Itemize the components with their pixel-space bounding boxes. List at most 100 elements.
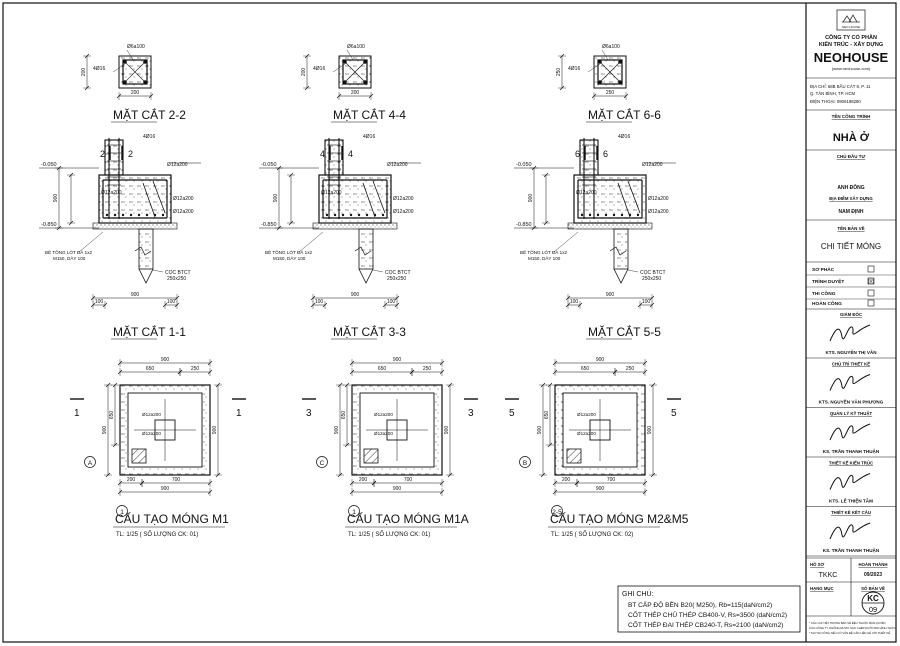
dimension-text: 100 [570,299,579,305]
dimension-text: 900 [131,292,140,298]
role-label: CHỦ TRÌ THIẾT KẾ [832,362,870,367]
sheet-number: 09 [869,605,877,614]
rebar-dot [121,213,125,217]
role-label: GIÁM ĐỐC [840,312,862,317]
plan-title: CẤU TẠO MÓNG M2&M5 [550,511,689,526]
rebar-dot [123,60,127,64]
axis-bubble [316,456,328,468]
axis-label: 1 [352,509,356,516]
company-line-1: CÔNG TY CỔ PHẦN [825,33,877,41]
rebar-dot [363,60,367,64]
phase-checkbox[interactable] [867,265,875,273]
rebar-dot [143,60,147,64]
lean-concrete [312,222,398,230]
phase-row: THI CÔNG [812,289,875,297]
signature-list: GIÁM ĐỐC KTS. NGUYỄN THỊ VÂN CHỦ TRÌ THIẾT… [806,312,896,557]
rebar-dot [357,213,361,217]
rebar-dot [145,213,149,217]
notes-box: GHI CHÚ: BT CẤP ĐỘ BỀN B20( M250), Rb=11… [617,585,801,633]
break-line [354,246,372,256]
dimension-text: 100 [167,299,176,305]
phase-checkbox[interactable] [867,299,875,307]
rebar-callout: Ø12a200 [648,196,669,202]
phase-label: THI CÔNG [812,289,836,297]
rebar-callout: Ø12a200 [321,190,342,196]
cut-label: 5 [509,408,515,419]
rebar-dot [343,80,347,84]
dimension-text: 250 [556,68,562,77]
note-text: 250x250 [167,276,186,282]
footing-body [318,174,392,224]
leader-line [78,231,104,253]
dimension-text: 900 [161,486,170,492]
phase-checkbox[interactable] [867,277,875,285]
signer-name: KTS. NGUYỄN THỊ VÂN [825,349,877,355]
dimension-text: 250 [423,366,432,372]
pile [613,228,629,270]
rebar-dot [343,60,347,64]
dimension-text: 200 [81,68,87,77]
leader-line [372,269,384,273]
site-label: ĐỊA ĐIỂM XÂY DỰNG [829,196,873,201]
leader-line [627,269,639,273]
phase-list: SƠ PHÁC TRÌNH DUYỆT ☒ THI CÔNG HOÀN CÔNG [806,265,896,310]
stirrup [342,59,368,85]
leader-line [298,231,324,253]
cut-label: 2 [100,149,105,159]
scale-text: TL: 1/25 ( SỐ LƯỢNG CK: 01) [116,531,198,538]
rebar-callout: Ø12a200 [374,431,393,436]
signer-name: KTS. NGUYỄN VĂN PHƯƠNG [819,399,884,405]
leader-line [601,49,609,61]
level-text: -0.850 [41,222,57,228]
cut-label: 5 [671,408,677,419]
axis-label: C [320,460,325,467]
dimension-text: 650 [341,411,347,420]
rebar-callout: Ø6a100 [602,44,620,50]
rebar-dot [341,213,345,217]
cut-label: 2 [128,149,133,159]
section-title: MẶT CẮT 4-4 [333,107,406,122]
dimension-text: 900 [334,426,340,435]
rebar-dot [580,213,584,217]
note-text: BÊ TÔNG LÓT ĐÁ 1x2 [45,248,93,255]
rebar-callout: Ø12a200 [173,209,194,215]
dimension-text: 250 [606,90,615,96]
column-plan [363,448,379,464]
footer-note-1: * CÁC CHI TIẾT TRONG BẢN VẼ ĐỀU THUỘC BẢ… [809,620,886,625]
rebar-dot [620,213,624,217]
rebar-callout: 4Ø16 [568,66,580,72]
dimension-text: 650 [544,411,550,420]
axis-bubble [84,456,96,468]
rebar-dot [596,213,600,217]
project-label: TÊN CÔNG TRÌNH [832,112,871,119]
leader-line [126,49,134,61]
sheet-code: KC [867,594,879,603]
section-title: MẶT CẮT 5-5 [588,324,661,339]
phase-label: HOÀN CÔNG [812,299,842,307]
project-name: NHÀ Ở [833,131,870,144]
dimension-text: 900 [537,426,543,435]
dimension-text: 100 [642,299,651,305]
rebar-callout: 4Ø16 [618,134,630,140]
axis-label: 1 [120,509,124,516]
rebar-callout: Ø6a100 [347,44,365,50]
rebar-dot [618,80,622,84]
pile-tip [613,268,629,284]
dimension-text: 250 [626,366,635,372]
record-value: TKKC [819,572,838,579]
rebar-callout: Ø12a200 [577,431,596,436]
rebar-dot [129,213,133,217]
rebar-dot [349,213,353,217]
cut-label: 4 [348,149,353,159]
leader-line [346,49,354,61]
rebar-callout: Ø12a200 [576,190,597,196]
plan-title: CẤU TẠO MÓNG M1 [115,511,229,526]
phone: ĐIỆN THOẠI: 0906198280 [810,99,861,104]
rebar-dot [598,80,602,84]
phase-checkbox[interactable] [867,289,875,297]
dimension-text: 250 [191,366,200,372]
company-line-2: KIẾN TRÚC - XÂY DỰNG [819,41,883,48]
dimension-text: 100 [95,299,104,305]
break-line [609,246,627,256]
